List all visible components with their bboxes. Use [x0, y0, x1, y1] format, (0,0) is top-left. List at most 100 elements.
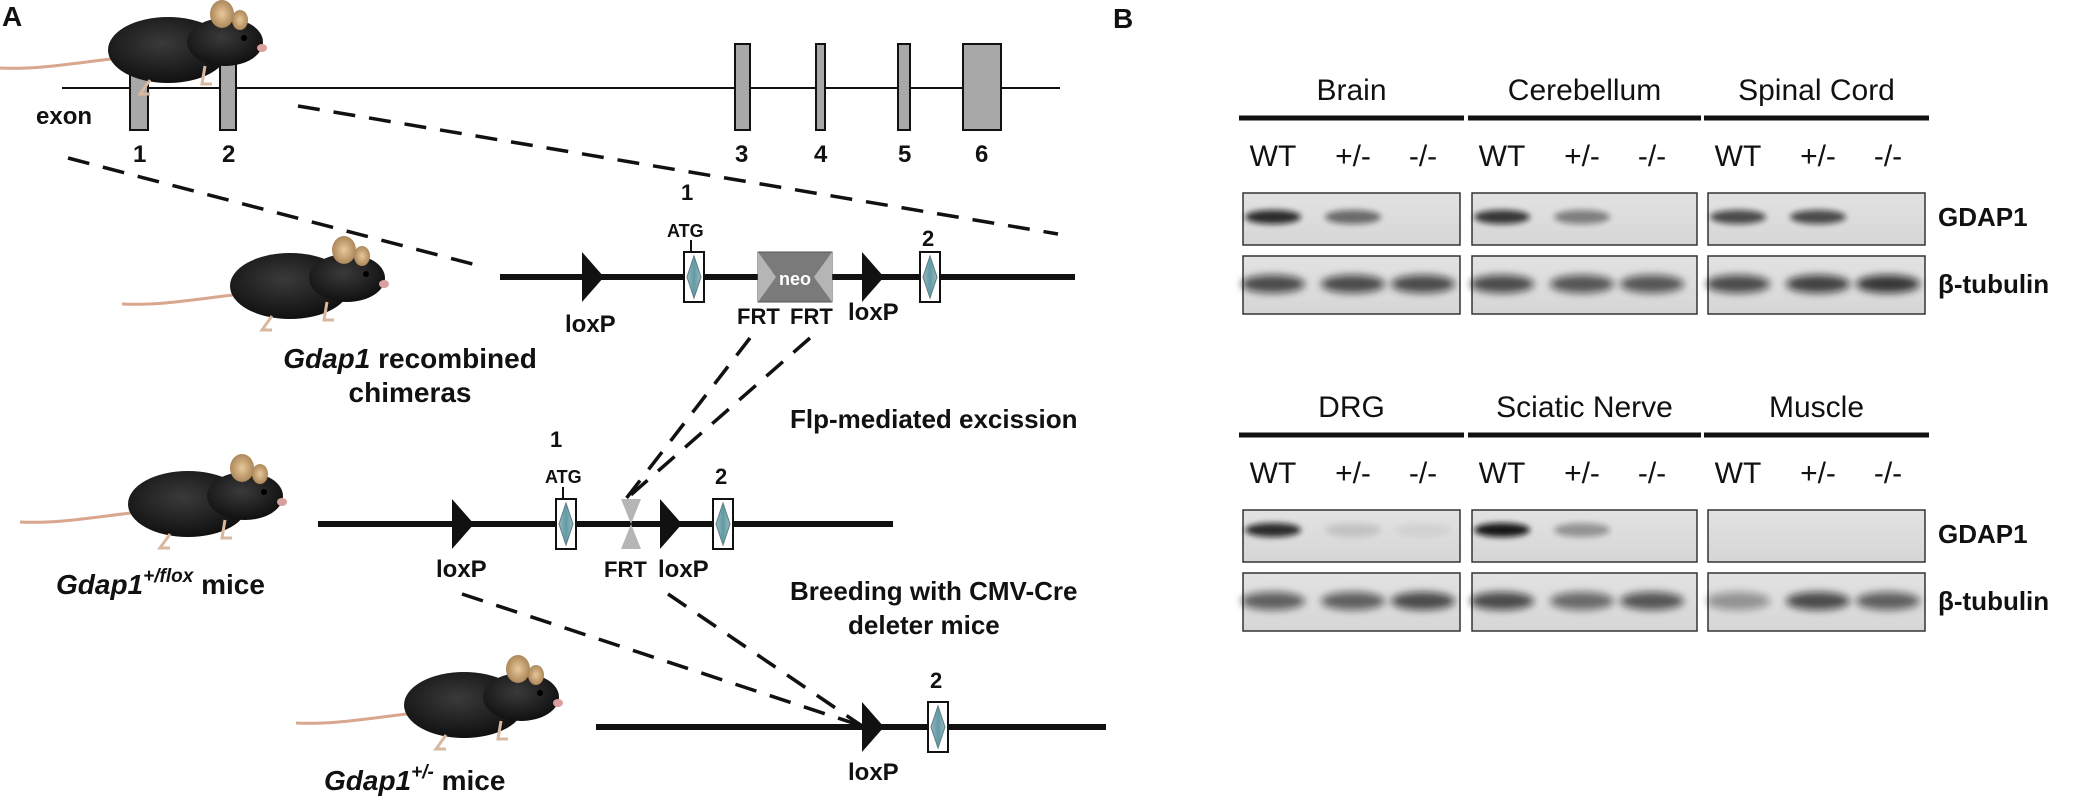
flp-lines: [623, 336, 812, 502]
cre-lines: [461, 592, 863, 728]
tissue-label: Muscle: [1769, 391, 1864, 424]
genotype-label: WT: [1479, 457, 1526, 490]
tissue-label: DRG: [1318, 391, 1385, 424]
genotype-label: +/-: [1564, 457, 1600, 490]
row-label-tubulin: β-tubulin: [1938, 586, 2049, 616]
genotype-label: +/-: [1335, 140, 1371, 173]
genotype-label: +/-: [1335, 457, 1371, 490]
band-tubulin: [1706, 275, 1770, 293]
band-gdap1: [1710, 210, 1766, 224]
genotype-label: +/-: [1800, 457, 1836, 490]
band-gdap1: [1245, 523, 1301, 537]
loxp-arrow: [452, 499, 474, 549]
tissue-label: Brain: [1316, 74, 1386, 107]
flox-caption: Gdap1+/flox mice: [56, 566, 265, 600]
band-tubulin: [1856, 592, 1920, 610]
row-label-gdap1: GDAP1: [1938, 202, 2028, 232]
genotype-label: -/-: [1409, 457, 1437, 490]
blot-gdap1: [1707, 509, 1926, 563]
tissue-label: Cerebellum: [1508, 74, 1661, 107]
band-tubulin: [1706, 592, 1770, 610]
genotype-label: -/-: [1638, 140, 1666, 173]
tissue-label: Spinal Cord: [1738, 74, 1895, 107]
genotype-label: +/-: [1800, 140, 1836, 173]
flox-loxp-2: loxP: [658, 556, 709, 583]
het-caption: Gdap1+/- mice: [324, 762, 505, 796]
genotype-label: -/-: [1874, 140, 1902, 173]
recombined-loxp-2: loxP: [848, 299, 899, 326]
band-tubulin: [1786, 275, 1850, 293]
loxp-arrow: [660, 499, 682, 549]
genotype-label: WT: [1715, 140, 1762, 173]
row-label-tubulin: β-tubulin: [1938, 269, 2049, 299]
band-gdap1: [1325, 523, 1381, 537]
het-construct: [596, 701, 1106, 753]
exon-number-2: 2: [222, 141, 235, 168]
flox-frt: FRT: [604, 557, 647, 582]
recombined-caption: Gdap1 recombined: [283, 343, 537, 374]
tissue-label: Sciatic Nerve: [1496, 391, 1673, 424]
band-tubulin: [1786, 592, 1850, 610]
exon-box-6: [962, 43, 1002, 131]
breeding-label-line1: Breeding with CMV-Cre: [790, 576, 1077, 606]
frt-site: [621, 499, 641, 524]
flox-loxp-1: loxP: [436, 556, 487, 583]
exon-box-5: [897, 43, 911, 131]
band-tubulin: [1321, 275, 1385, 293]
mouse-het: [294, 653, 565, 751]
exon-label: exon: [36, 103, 92, 130]
exon-number-6: 6: [975, 141, 988, 168]
mouse-recombined: [120, 234, 391, 332]
band-gdap1: [1325, 210, 1381, 224]
flox-exon1-number: 1: [550, 427, 562, 452]
row-label-gdap1: GDAP1: [1938, 519, 2028, 549]
flox-construct: [318, 487, 893, 550]
mouse-flox: [18, 452, 289, 550]
loxp-arrow: [862, 702, 884, 752]
neo-cassette: [757, 251, 833, 303]
genotype-label: WT: [1250, 140, 1297, 173]
band-tubulin: [1470, 592, 1534, 610]
flox-exon2-number: 2: [715, 464, 727, 489]
exon-box-3: [734, 43, 751, 131]
band-tubulin: [1391, 592, 1455, 610]
genotype-label: WT: [1479, 140, 1526, 173]
exon-number-5: 5: [898, 141, 911, 168]
band-tubulin: [1241, 592, 1305, 610]
band-tubulin: [1620, 592, 1684, 610]
recombined-caption-line2: chimeras: [349, 377, 472, 408]
band-tubulin: [1470, 275, 1534, 293]
loxp-arrow: [862, 252, 884, 302]
band-gdap1: [1554, 210, 1610, 224]
flox-atg: ATG: [545, 467, 582, 487]
het-loxp: loxP: [848, 759, 899, 786]
recombined-atg: ATG: [667, 221, 704, 241]
band-tubulin: [1550, 275, 1614, 293]
band-gdap1: [1474, 523, 1530, 537]
band-tubulin: [1321, 592, 1385, 610]
band-tubulin: [1550, 592, 1614, 610]
recombined-loxp-1: loxP: [565, 311, 616, 338]
exon-number-3: 3: [735, 141, 748, 168]
neo-label: neo: [779, 269, 811, 289]
genotype-label: WT: [1715, 457, 1762, 490]
recombined-construct: [500, 240, 1075, 303]
breeding-label-line2: deleter mice: [848, 610, 1000, 640]
genotype-label: -/-: [1638, 457, 1666, 490]
band-gdap1: [1474, 210, 1530, 224]
recombined-exon1-number: 1: [681, 180, 693, 205]
genotype-label: WT: [1250, 457, 1297, 490]
band-gdap1: [1554, 523, 1610, 537]
exon-number-1: 1: [133, 141, 146, 168]
genotype-label: -/-: [1409, 140, 1437, 173]
zoom-lines: [67, 104, 1059, 268]
flp-label: Flp-mediated excission: [790, 404, 1078, 434]
band-tubulin: [1391, 275, 1455, 293]
band-tubulin: [1620, 275, 1684, 293]
panel-a-letter: A: [2, 1, 22, 32]
genomic-locus: [62, 43, 1060, 131]
recombined-frt-1: FRT: [737, 304, 780, 329]
